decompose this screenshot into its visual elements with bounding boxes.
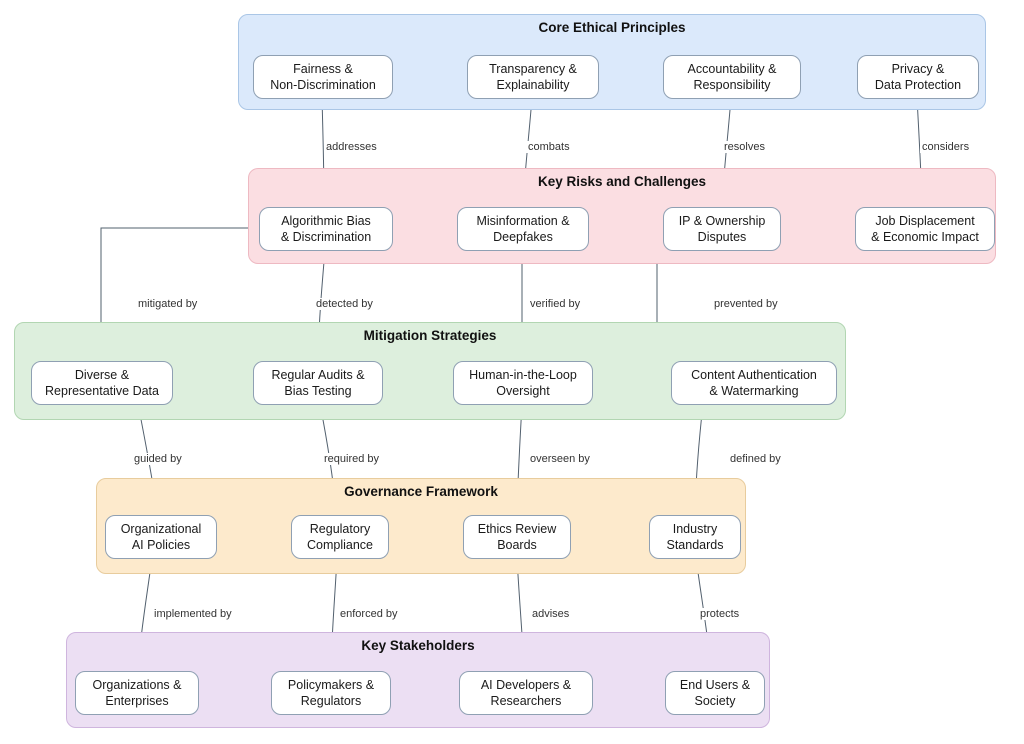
node-misinformation-deepfakes: Misinformation & Deepfakes [457, 207, 589, 251]
band-governance-framework: Governance Framework Organizational AI P… [96, 478, 746, 574]
band-core-ethical-principles: Core Ethical Principles Fairness & Non-D… [238, 14, 986, 110]
node-fairness-non-discrimination: Fairness & Non-Discrimination [253, 55, 393, 99]
node-regular-audits-bias-testing: Regular Audits & Bias Testing [253, 361, 383, 405]
edge-label-considers: considers [920, 141, 972, 153]
node-ethics-review-boards: Ethics Review Boards [463, 515, 571, 559]
node-transparency-explainability: Transparency & Explainability [467, 55, 599, 99]
node-ai-developers-researchers: AI Developers & Researchers [459, 671, 593, 715]
edge-label-detected-by: detected by [314, 298, 375, 310]
edge-label-resolves: resolves [722, 141, 767, 153]
node-ip-ownership-disputes: IP & Ownership Disputes [663, 207, 781, 251]
node-algorithmic-bias-discrimination: Algorithmic Bias & Discrimination [259, 207, 393, 251]
edge-label-required-by: required by [322, 453, 382, 465]
node-diverse-representative-data: Diverse & Representative Data [31, 361, 173, 405]
edge-label-addresses: addresses [324, 141, 379, 153]
edge-label-overseen-by: overseen by [528, 453, 592, 465]
band-title-key-stakeholders: Key Stakeholders [361, 638, 475, 653]
node-accountability-responsibility: Accountability & Responsibility [663, 55, 801, 99]
band-title-mitigation-strategies: Mitigation Strategies [363, 328, 497, 343]
node-policymakers-regulators: Policymakers & Regulators [271, 671, 391, 715]
band-mitigation-strategies: Mitigation Strategies Diverse & Represen… [14, 322, 846, 420]
band-title-key-risks-and-challenges: Key Risks and Challenges [537, 174, 707, 189]
edge-label-verified-by: verified by [528, 298, 583, 310]
node-end-users-society: End Users & Society [665, 671, 765, 715]
band-key-stakeholders: Key Stakeholders Organizations & Enterpr… [66, 632, 770, 728]
edge-label-combats: combats [526, 141, 572, 153]
band-key-risks-and-challenges: Key Risks and Challenges Algorithmic Bia… [248, 168, 996, 264]
edge-label-advises: advises [530, 608, 572, 620]
node-content-authentication-watermarking: Content Authentication & Watermarking [671, 361, 837, 405]
node-regulatory-compliance: Regulatory Compliance [291, 515, 389, 559]
edge-label-protects: protects [698, 608, 742, 620]
edge-label-enforced-by: enforced by [338, 608, 400, 620]
node-industry-standards: Industry Standards [649, 515, 741, 559]
edge-label-prevented-by: prevented by [712, 298, 780, 310]
node-job-displacement-economic-impact: Job Displacement & Economic Impact [855, 207, 995, 251]
edge-label-mitigated-by: mitigated by [136, 298, 200, 310]
node-privacy-data-protection: Privacy & Data Protection [857, 55, 979, 99]
band-title-core-ethical-principles: Core Ethical Principles [538, 20, 686, 35]
edge-label-implemented-by: implemented by [152, 608, 234, 620]
node-organizational-ai-policies: Organizational AI Policies [105, 515, 217, 559]
band-title-governance-framework: Governance Framework [344, 484, 498, 499]
node-human-in-the-loop-oversight: Human-in-the-Loop Oversight [453, 361, 593, 405]
edge-label-defined-by: defined by [728, 453, 783, 465]
edge-label-guided-by: guided by [132, 453, 184, 465]
node-organizations-enterprises: Organizations & Enterprises [75, 671, 199, 715]
